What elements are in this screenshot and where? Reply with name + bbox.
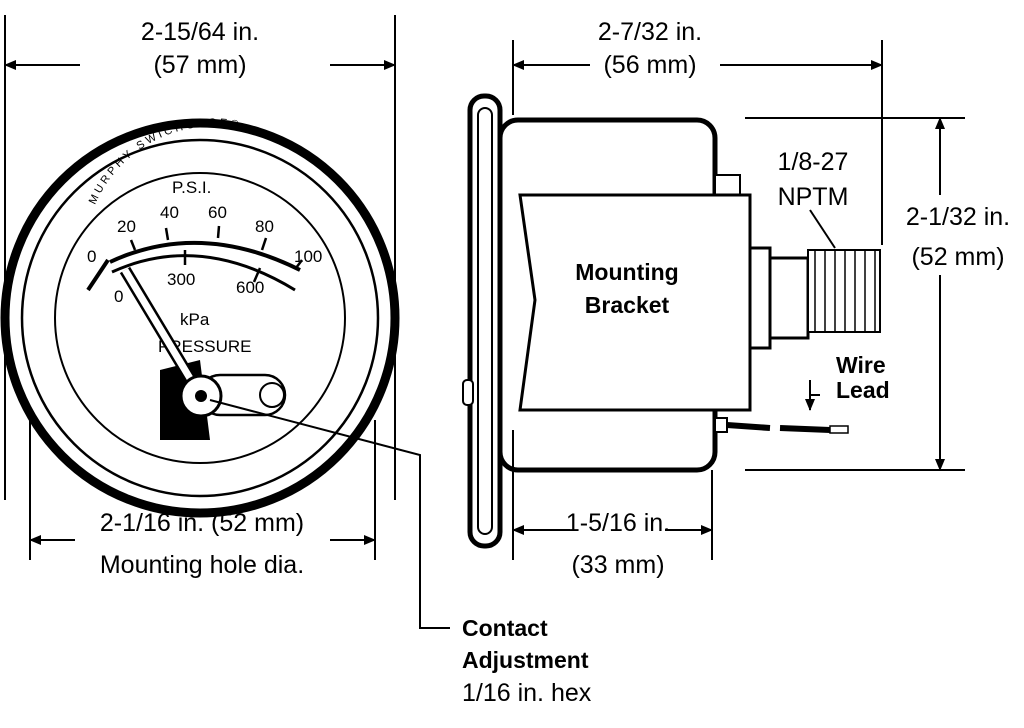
psi-scale-arc [109,240,301,272]
front-dimension-lines [4,15,450,629]
thread-line2: NPTM [778,183,849,211]
psi-tick-100: 100 [294,247,322,266]
brand-text: MURPHY SWICHGAGE® [87,117,243,206]
side-depth-line2: (56 mm) [603,51,696,79]
height-line1: 2-1/32 in. [906,203,1010,231]
psi-tick-0: 0 [87,247,96,266]
mounting-hole-line1: 2-1/16 in. (52 mm) [100,509,304,537]
bracket-label-line1: Mounting [575,259,678,285]
contact-label-line1: Contact [462,615,548,641]
threaded-fitting [807,249,881,333]
kpa-tick-600: 600 [236,278,264,297]
psi-tick-80: 80 [255,217,274,236]
kpa-tick-0: 0 [114,287,123,306]
bezel-inner [20,138,380,498]
mounting-bracket [518,193,752,412]
thread-line1: 1/8-27 [778,148,849,176]
low-contact [86,258,110,292]
kpa-label: kPa [180,310,210,329]
height-line2: (52 mm) [911,243,1004,271]
fitting-nut [748,246,772,350]
front-view: MURPHY SWICHGAGE® P.S.I. 0 20 40 60 80 1… [0,117,400,518]
scale-ticks [129,225,303,283]
bracket-depth-line1: 1-5/16 in. [566,509,670,537]
side-view [462,93,881,549]
bracket-depth-line2: (33 mm) [571,551,664,579]
kpa-scale-arc [111,254,296,292]
psi-label: P.S.I. [172,178,211,197]
front-width-line2: (57 mm) [153,51,246,79]
psi-tick-60: 60 [208,203,227,222]
front-width-line1: 2-15/64 in. [141,18,259,46]
contact-label-line2: Adjustment [462,647,589,673]
mounting-hole-line2: Mounting hole dia. [100,551,304,579]
wire-label-line2: Lead [836,377,890,403]
side-dimension-lines [512,40,965,560]
side-depth-line1: 2-7/32 in. [598,18,702,46]
kpa-tick-300: 300 [167,270,195,289]
wire-label-line1: Wire [836,352,886,378]
wire-lead [726,422,771,431]
contact-label-line3: 1/16 in. hex [462,679,592,707]
pressure-label: PRESSURE [158,337,252,356]
psi-tick-40: 40 [160,203,179,222]
psi-tick-20: 20 [117,217,136,236]
dial-face [54,172,346,464]
bracket-label-line2: Bracket [585,292,670,318]
